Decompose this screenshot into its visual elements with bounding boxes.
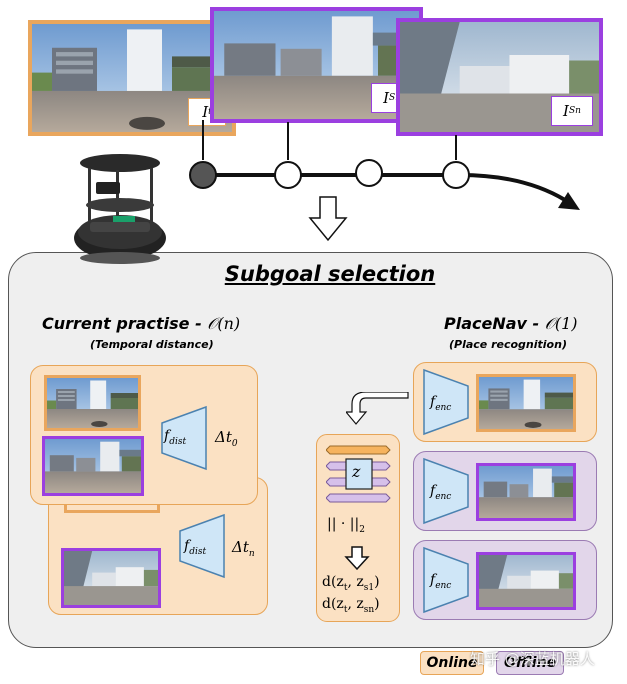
down-arrow-small-icon (344, 546, 370, 570)
fdist-network-1 (161, 405, 207, 471)
distance-2: d(zt, zsn) (322, 596, 380, 615)
distance-1: d(zt, zs1) (322, 574, 380, 593)
fenc-network-3 (423, 546, 469, 614)
temporal-box-1-photo-top (44, 375, 141, 431)
delta-label-2: Δtn (232, 538, 255, 559)
right-subtitle: (Place recognition) (449, 338, 567, 351)
fenc-network-2 (423, 457, 469, 525)
encoder-photo-subgoal-1 (476, 463, 576, 521)
temporal-box-2-photo-bottom (61, 548, 161, 608)
latent-stack (326, 445, 391, 503)
fdist-label-1: fdist (164, 428, 187, 447)
encoder-photo-subgoal-n (476, 552, 576, 610)
delta-label-1: Δt0 (215, 428, 238, 449)
left-subtitle: (Temporal distance) (90, 338, 214, 351)
fenc-network-1 (423, 368, 469, 436)
node-current (189, 161, 217, 189)
fenc-label-2: fenc (430, 483, 452, 502)
right-title: PlaceNav - 𝒪(1) (444, 314, 578, 333)
left-title: Current practise - 𝒪(n) (42, 314, 241, 333)
latent-label: z (352, 462, 361, 481)
temporal-box-1-photo-bottom (42, 436, 144, 496)
fdist-label-2: fdist (184, 538, 207, 557)
fenc-label-3: fenc (430, 572, 452, 591)
node-2 (355, 159, 383, 187)
fdist-network-2 (179, 513, 225, 579)
down-arrow-icon (308, 196, 348, 242)
robot-icon (74, 154, 166, 264)
topological-path (189, 120, 580, 242)
legend-offline: Offline (496, 651, 564, 675)
node-1 (274, 161, 302, 189)
norm-label: || · ||2 (327, 516, 365, 535)
fenc-label-1: fenc (430, 394, 452, 413)
node-3 (442, 161, 470, 189)
panel-title: Subgoal selection (224, 262, 436, 286)
encode-arrow-icon (346, 392, 409, 425)
encoder-photo-current (476, 374, 576, 432)
watermark: 知乎 @深蓝机器人 (470, 650, 595, 668)
legend-online: Online (420, 651, 484, 675)
